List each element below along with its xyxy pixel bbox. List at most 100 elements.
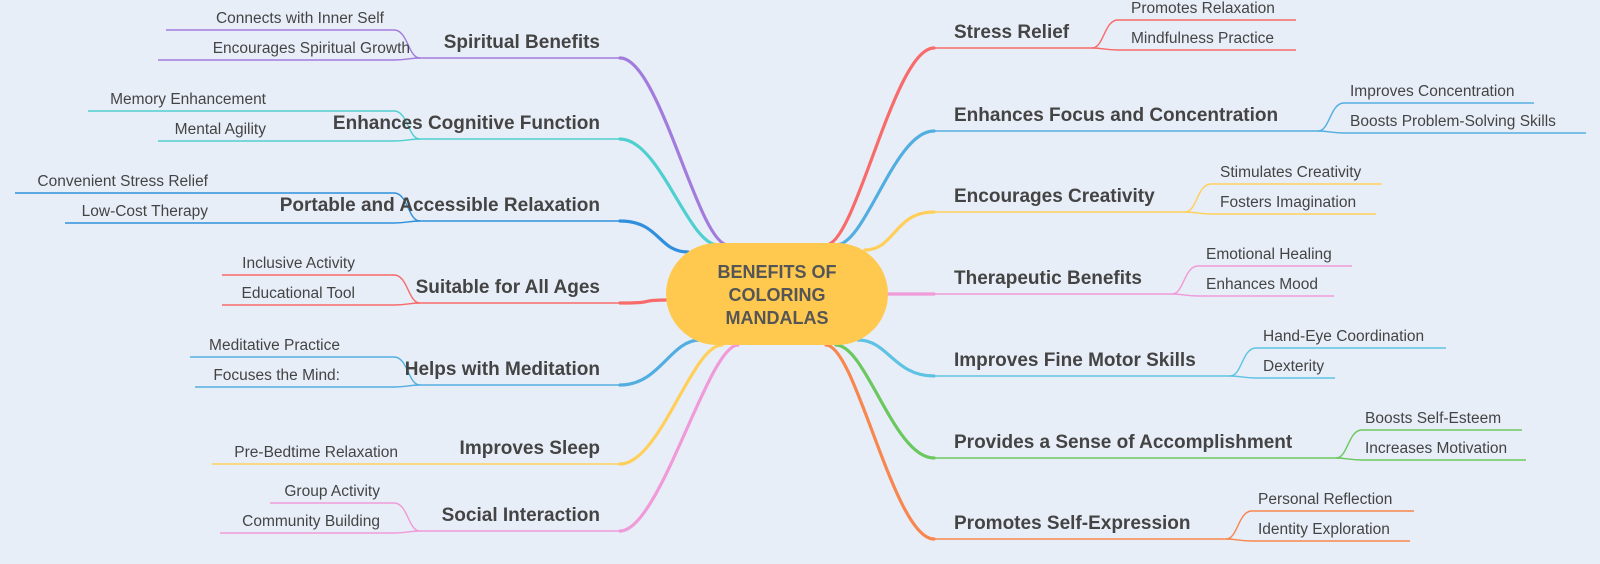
leaf-label: Promotes Relaxation <box>1131 0 1275 17</box>
branch-label-portable-and-accessible-relaxation: Portable and Accessible Relaxation <box>280 195 600 216</box>
leaf-label: Identity Exploration <box>1258 521 1390 538</box>
leaf-connector <box>1091 19 1296 49</box>
center-title-line-1: BENEFITS OF <box>717 262 836 282</box>
leaf-connector <box>1317 102 1534 132</box>
branch-label-provides-a-sense-of-accomplishment: Provides a Sense of Accomplishment <box>954 432 1293 453</box>
connector-promotes-self-expression <box>824 343 936 541</box>
connector-encourages-creativity <box>863 210 936 252</box>
branch-label-therapeutic-benefits: Therapeutic Benefits <box>954 268 1142 289</box>
leaf-connector <box>1184 183 1382 213</box>
leaf-connector <box>158 138 421 142</box>
branch-promotes-self-expression[interactable]: Promotes Self-Expression Personal Reflect… <box>954 491 1392 538</box>
leaf-connector <box>222 274 421 304</box>
leaf-label: Encourages Spiritual Growth <box>213 40 410 57</box>
leaf-label: Meditative Practice <box>209 337 340 354</box>
branch-label-spiritual-benefits: Spiritual Benefits <box>444 32 600 53</box>
connector-provides-a-sense-of-accomplishment <box>834 343 936 460</box>
branch-enhances-focus-and-concentration[interactable]: Enhances Focus and Concentration Improves… <box>954 83 1556 130</box>
center-title-line-2: COLORING <box>729 285 826 305</box>
center-node[interactable]: BENEFITS OF COLORING MANDALAS <box>666 243 888 345</box>
leaf-connector <box>1171 293 1334 297</box>
connector-social-interaction <box>618 343 740 533</box>
leaf-connector <box>88 110 421 140</box>
leaf-connector <box>1091 47 1296 51</box>
leaf-connector <box>15 192 421 222</box>
leaf-label: Personal Reflection <box>1258 491 1392 508</box>
branch-improves-fine-motor-skills[interactable]: Improves Fine Motor Skills Hand-Eye Coord… <box>954 328 1424 375</box>
connector-helps-with-meditation <box>618 338 702 387</box>
leaf-label: Inclusive Activity <box>242 255 355 272</box>
leaf-label: Fosters Imagination <box>1220 194 1356 211</box>
leaf-label: Boosts Self-Esteem <box>1365 410 1501 427</box>
leaf-label: Stimulates Creativity <box>1220 164 1362 181</box>
leaf-connector <box>158 57 421 61</box>
leaf-label: Enhances Mood <box>1206 276 1318 293</box>
branch-label-encourages-creativity: Encourages Creativity <box>954 186 1155 207</box>
connector-spiritual-benefits <box>618 56 730 247</box>
connector-stress-relief <box>824 46 936 247</box>
leaf-label: Low-Cost Therapy <box>82 203 209 220</box>
branch-label-promotes-self-expression: Promotes Self-Expression <box>954 513 1191 534</box>
branch-label-improves-sleep: Improves Sleep <box>460 438 600 459</box>
branch-label-helps-with-meditation: Helps with Meditation <box>405 359 600 380</box>
leaf-label: Mental Agility <box>175 121 267 138</box>
connector-improves-sleep <box>618 343 724 466</box>
leaf-label: Pre-Bedtime Relaxation <box>234 444 398 461</box>
branch-connectors <box>15 19 1586 542</box>
leaf-connector <box>1229 347 1446 377</box>
branch-improves-sleep[interactable]: Improves Sleep Pre-Bedtime Relaxation <box>234 438 600 461</box>
branch-label-social-interaction: Social Interaction <box>442 505 600 526</box>
leaf-label: Emotional Healing <box>1206 246 1332 263</box>
connector-enhances-focus-and-concentration <box>834 129 936 247</box>
leaf-connector <box>1335 429 1522 459</box>
leaf-label: Focuses the Mind: <box>213 367 340 384</box>
branch-label-improves-fine-motor-skills: Improves Fine Motor Skills <box>954 350 1196 371</box>
leaf-label: Connects with Inner Self <box>216 10 385 27</box>
leaf-label: Mindfulness Practice <box>1131 30 1274 47</box>
branch-stress-relief[interactable]: Stress Relief Promotes RelaxationMindfuln… <box>954 0 1275 47</box>
branch-label-enhances-cognitive-function: Enhances Cognitive Function <box>333 113 600 134</box>
leaf-connector <box>1335 457 1526 461</box>
connector-suitable-for-all-ages <box>618 298 668 305</box>
leaf-connector <box>190 356 421 386</box>
leaf-connector <box>65 220 421 224</box>
connector-portable-and-accessible-relaxation <box>618 219 690 254</box>
leaf-connector <box>195 384 421 388</box>
branch-helps-with-meditation[interactable]: Helps with Meditation Meditative Practice… <box>209 337 600 384</box>
leaf-label: Community Building <box>242 513 380 530</box>
branch-encourages-creativity[interactable]: Encourages Creativity Stimulates Creativi… <box>954 164 1362 211</box>
branch-nodes: Spiritual Benefits Connects with Inner Se… <box>37 0 1556 538</box>
leaf-connector <box>220 530 421 534</box>
branch-spiritual-benefits[interactable]: Spiritual Benefits Connects with Inner Se… <box>213 10 600 57</box>
leaf-label: Dexterity <box>1263 358 1324 375</box>
leaf-label: Increases Motivation <box>1365 440 1507 457</box>
leaf-connector <box>166 29 421 59</box>
connector-enhances-cognitive-function <box>618 137 720 247</box>
center-title-line-3: MANDALAS <box>726 308 829 328</box>
leaf-label: Improves Concentration <box>1350 83 1515 100</box>
branch-therapeutic-benefits[interactable]: Therapeutic Benefits Emotional HealingEnh… <box>954 246 1332 293</box>
leaf-connector <box>1225 538 1410 542</box>
leaf-connector <box>270 502 421 532</box>
leaf-label: Hand-Eye Coordination <box>1263 328 1424 345</box>
branch-label-suitable-for-all-ages: Suitable for All Ages <box>416 277 600 298</box>
branch-social-interaction[interactable]: Social Interaction Group ActivityCommunit… <box>242 483 600 530</box>
center-node-shape <box>666 243 888 345</box>
branch-provides-a-sense-of-accomplishment[interactable]: Provides a Sense of Accomplishment Boosts… <box>954 410 1507 457</box>
leaf-connector <box>1317 130 1586 134</box>
leaf-label: Convenient Stress Relief <box>37 173 208 190</box>
leaf-connector <box>1229 375 1335 379</box>
leaf-label: Boosts Problem-Solving Skills <box>1350 113 1556 130</box>
leaf-connector <box>1171 265 1352 295</box>
connector-improves-fine-motor-skills <box>856 338 936 378</box>
leaf-connector <box>222 302 421 306</box>
branch-label-enhances-focus-and-concentration: Enhances Focus and Concentration <box>954 105 1278 126</box>
branch-portable-and-accessible-relaxation[interactable]: Portable and Accessible Relaxation Conven… <box>37 173 600 220</box>
leaf-connector <box>1225 510 1414 540</box>
leaf-label: Group Activity <box>284 483 380 500</box>
branch-label-stress-relief: Stress Relief <box>954 22 1070 43</box>
